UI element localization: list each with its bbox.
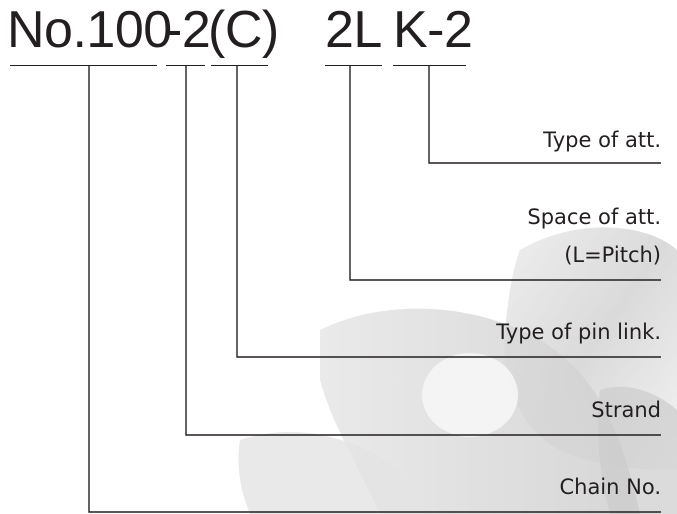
code-attachment-type: K-2 [393, 1, 473, 59]
code-pin-link-type: (C) [208, 1, 279, 59]
code-strand: -2 [165, 1, 211, 59]
label-chain-no: Chain No. [559, 475, 661, 499]
label-strand: Strand [591, 398, 661, 422]
underline-chain-number [10, 65, 157, 66]
label-space-of-att-pitch: (L=Pitch) [564, 243, 661, 267]
leader-line-pin-link [236, 65, 661, 358]
leader-line-space-of-att [349, 65, 661, 281]
label-type-of-pin-link: Type of pin link. [496, 320, 661, 344]
label-space-of-att: Space of att. [527, 205, 661, 229]
code-attachment-space: 2L [325, 1, 382, 59]
label-type-of-att: Type of att. [543, 128, 661, 152]
underline-pin-link-type [211, 65, 268, 66]
leader-line-type-of-att [428, 65, 661, 164]
leader-line-chain-no [88, 65, 661, 513]
leader-line-strand [185, 65, 661, 436]
code-chain-number: No.100 [7, 1, 172, 59]
underline-attachment-space [325, 65, 382, 66]
